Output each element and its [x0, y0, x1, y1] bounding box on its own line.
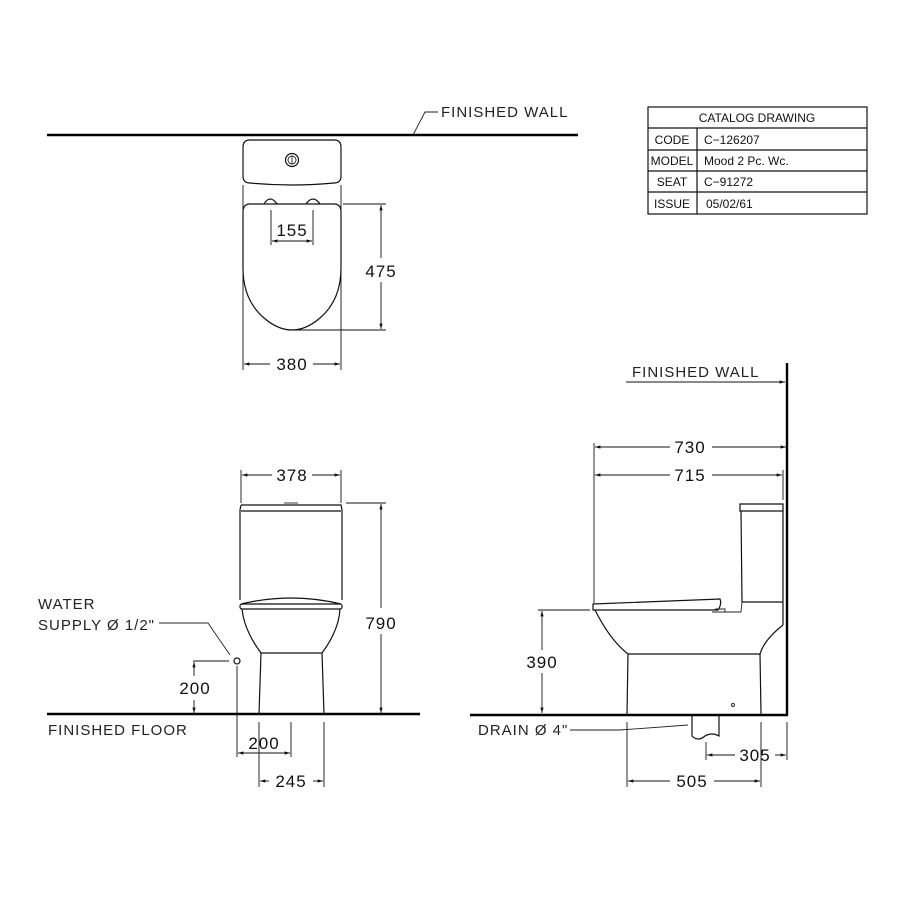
bowl-side	[594, 609, 784, 655]
dim-tank-width: 378	[276, 466, 307, 485]
side-wall-label: FINISHED WALL	[632, 364, 759, 381]
dim-base-width: 245	[275, 772, 306, 791]
issue-value: 05/02/61	[706, 197, 753, 211]
floor-label: FINISHED FLOOR	[48, 722, 188, 739]
seat-value: C−91272	[704, 175, 753, 189]
wall-leader	[412, 111, 438, 136]
drain-pipe	[691, 716, 720, 740]
code-label: CODE	[655, 133, 690, 147]
top-view: FINISHED WALL 155 475 380	[47, 104, 578, 374]
title-block: CATALOG DRAWING CODE C−126207 MODEL Mood…	[647, 106, 868, 215]
seat-side	[592, 598, 722, 611]
model-value: Mood 2 Pc. Wc.	[704, 154, 789, 168]
issue-label: ISSUE	[654, 197, 690, 211]
water-supply-point	[233, 657, 241, 665]
top-wall-label: FINISHED WALL	[441, 104, 568, 121]
dim-seat-height: 390	[526, 653, 557, 672]
front-view: FINISHED FLOOR 378 790 WATER SUPPLY Ø 1/…	[38, 466, 420, 791]
dim-overall-height: 790	[365, 614, 396, 633]
seat-front	[239, 603, 343, 610]
water-supply-label-line2: SUPPLY Ø 1/2"	[38, 617, 155, 634]
bowl-front	[241, 608, 341, 654]
side-view: FINISHED WALL DRAIN Ø 4" 730 715	[470, 363, 789, 791]
code-value: C−126207	[704, 133, 760, 147]
water-supply-label-line1: WATER	[38, 596, 96, 613]
dim-hinge-spacing: 155	[276, 221, 307, 240]
dim-base-depth: 505	[676, 772, 707, 791]
dim-body-depth: 715	[674, 466, 705, 485]
dim-supply-offset: 200	[248, 734, 279, 753]
flush-button-icon	[284, 152, 300, 168]
drain-label: DRAIN Ø 4"	[478, 722, 568, 739]
seat-label: SEAT	[657, 175, 688, 189]
tank-top-outline	[242, 139, 342, 186]
dim-rough-in: 305	[739, 746, 770, 765]
dim-supply-height: 200	[179, 679, 210, 698]
dim-seat-depth: 475	[365, 262, 396, 281]
title-block-heading: CATALOG DRAWING	[699, 111, 815, 125]
dim-overall-depth: 730	[674, 438, 705, 457]
model-label: MODEL	[651, 154, 694, 168]
dim-top-width: 380	[276, 355, 307, 374]
